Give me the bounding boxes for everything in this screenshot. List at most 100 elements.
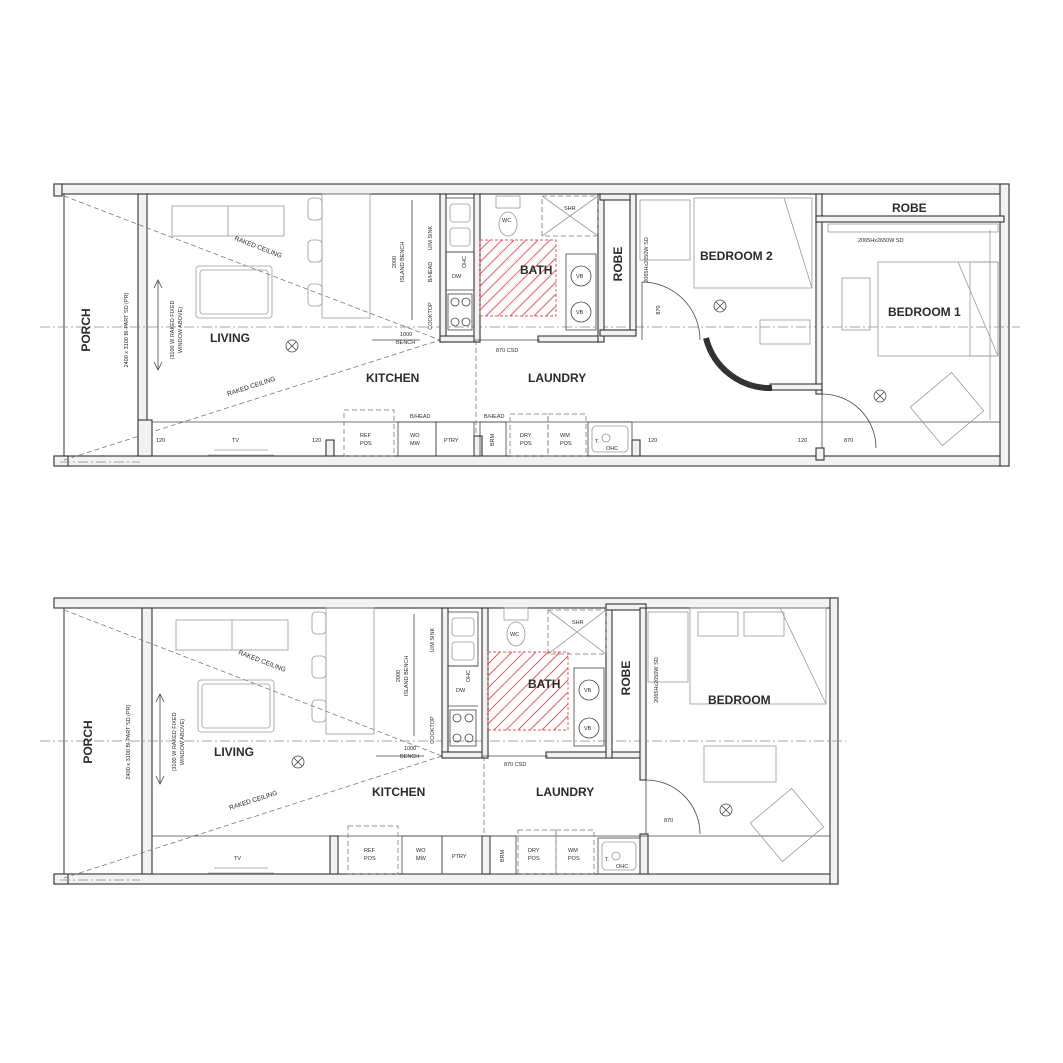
room-label-robe-small: ROBE [611, 247, 625, 282]
light-fittings [285, 299, 887, 403]
vanity-basin-label: VB [576, 310, 584, 316]
oven-label: WO [416, 848, 426, 854]
bottom-cabinets [343, 409, 633, 457]
dw-label: DW [456, 688, 466, 694]
living-furniture [171, 193, 371, 456]
raked-ceiling-label: RAKED CEILING [226, 376, 276, 398]
dw-label: DW [452, 274, 462, 280]
robe-door-label: 2065Hx2050W SD [654, 657, 660, 703]
bath-hatch [487, 651, 569, 731]
wc-label: WC [502, 218, 511, 224]
broom-label: BRM [490, 433, 496, 446]
tv-label: TV [234, 856, 241, 862]
tub-ohc-label: OHC [616, 864, 628, 870]
room-label-bedroom: BEDROOM [708, 693, 771, 707]
exterior-walls [53, 183, 1010, 467]
room-label-living: LIVING [214, 745, 254, 759]
ohc-label: OHC [466, 670, 472, 682]
pantry-label: PTRY [452, 854, 467, 860]
room-label-laundry: LAUNDRY [528, 371, 586, 385]
island-bench-dim: 2000 [396, 670, 402, 682]
tub-ohc-label: OHC [606, 446, 618, 452]
island-bench-label: ISLAND BENCH [400, 242, 406, 283]
kitchen-cabinets [445, 197, 475, 331]
porch-door-label: 2400 x 3100 BI-PART SD (PR) [126, 704, 132, 779]
plan-one-bedroom: PORCH ROBE LIVING KITCHEN BATH LAUNDRY B… [40, 597, 846, 885]
shower-label: SHR [572, 620, 584, 626]
room-label-bath: BATH [520, 263, 552, 277]
room-label-kitchen: KITCHEN [366, 371, 419, 385]
raked-ceiling-label: RAKED CEILING [233, 235, 282, 260]
dimension-label: 120 [648, 438, 657, 444]
room-label-robe: ROBE [619, 661, 633, 696]
dryer-label: POS [520, 441, 532, 447]
um-sink-label: U/M SINK [428, 225, 434, 250]
room-label-bath: BATH [528, 677, 560, 691]
cavity-slider-label: 870 CSD [504, 762, 526, 768]
washer-label: POS [568, 856, 580, 862]
robe-door-label: 2065Hx2050W SD [644, 237, 650, 283]
bedroom-1-door-label: 2065Hx2650W SD [858, 238, 904, 244]
bathroom-fixtures [487, 607, 607, 747]
dimension-label: 120 [312, 438, 321, 444]
bulkhead-label: B/HEAD [410, 414, 431, 420]
light-fittings [291, 755, 733, 817]
bottom-cabinets [347, 825, 641, 875]
raked-ceiling-label: RAKED CEILING [228, 790, 278, 812]
tub-label: T. [595, 439, 600, 445]
oven-label: WO [410, 433, 420, 439]
door-width-label: 870 [656, 305, 662, 314]
ohc-label: OHC [462, 256, 468, 268]
bench-label: BENCH [396, 340, 415, 346]
cavity-slider-label: 870 CSD [496, 348, 518, 354]
window-label: (3100 W RAKED FIXED [170, 300, 176, 359]
porch-door-label: 2400 x 3100 BI-PART SD (PR) [124, 292, 130, 367]
fridge-label: POS [360, 441, 372, 447]
room-label-living: LIVING [210, 331, 250, 345]
bench-dim: 1000 [404, 746, 416, 752]
window-label: (3100 W RAKED FIXED [172, 712, 178, 771]
living-furniture [175, 607, 375, 874]
tub-label: T. [605, 857, 610, 863]
shower-label: SHR [564, 206, 576, 212]
bath-hatch [479, 239, 557, 317]
broom-label: BRM [500, 849, 506, 862]
room-label-bedroom-1: BEDROOM 1 [888, 305, 961, 319]
raked-ceiling-label: RAKED CEILING [237, 649, 286, 674]
oven-label: MW [410, 441, 421, 447]
room-label-bedroom-2: BEDROOM 2 [700, 249, 773, 263]
dryer-label: POS [528, 856, 540, 862]
bedroom-furniture [647, 607, 827, 863]
room-label-kitchen: KITCHEN [372, 785, 425, 799]
bhead-label: B/HEAD [428, 262, 434, 283]
cooktop-label: COOKTOP [428, 302, 434, 330]
room-label-porch: PORCH [79, 308, 93, 351]
um-sink-label: U/M SINK [430, 627, 436, 652]
kitchen-cabinets [447, 611, 479, 747]
wc-label: WC [510, 632, 519, 638]
window-label: WINDOW ABOVE) [180, 719, 186, 765]
tv-label: TV [232, 438, 239, 444]
door-width-label: 870 [664, 818, 673, 824]
oven-label: MW [416, 856, 427, 862]
fridge-label: REF [364, 848, 376, 854]
island-bench-dim: 2000 [392, 256, 398, 268]
vanity-basin-label: VB [584, 688, 592, 694]
fridge-label: POS [364, 856, 376, 862]
room-label-robe-large: ROBE [892, 201, 927, 215]
room-label-laundry: LAUNDRY [536, 785, 594, 799]
dimension-label: 120 [798, 438, 807, 444]
dimension-label: 120 [156, 438, 165, 444]
washer-label: POS [560, 441, 572, 447]
plan-two-bedroom: PORCH ROBE LIVING KITCHEN BATH LAUNDRY B… [40, 183, 1020, 467]
vanity-basin-label: VB [584, 726, 592, 732]
window-label: WINDOW ABOVE) [178, 307, 184, 353]
dryer-label: DRY [520, 433, 532, 439]
bench-label: BENCH [400, 754, 419, 760]
cooktop-label: COOKTOP [430, 716, 436, 744]
vanity-basin-label: VB [576, 274, 584, 280]
washer-label: WM [560, 433, 570, 439]
dryer-label: DRY [528, 848, 540, 854]
interior-walls [329, 603, 649, 875]
